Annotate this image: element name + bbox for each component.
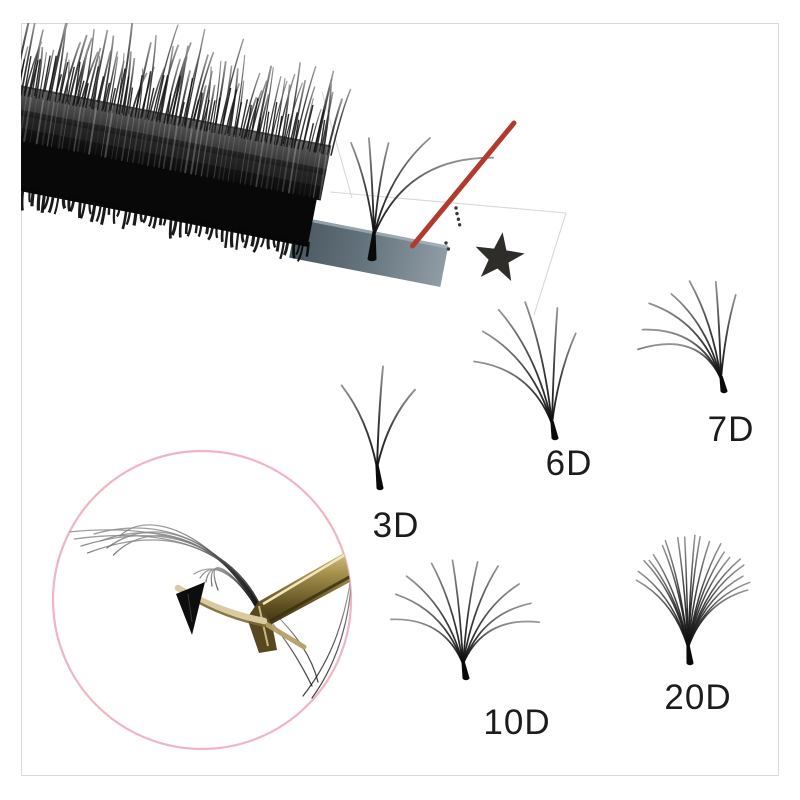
tray-curl-band xyxy=(21,59,332,201)
fan-label-20d: 20D xyxy=(664,678,732,717)
fan-label-10d: 10D xyxy=(483,703,551,742)
fan-7d xyxy=(637,280,737,394)
fan-label-7d: 7D xyxy=(707,410,755,449)
zoom-circle xyxy=(51,449,353,751)
alignment-dots xyxy=(444,206,462,251)
tweezer-lash-bundle xyxy=(67,524,351,699)
photo-frame-line xyxy=(21,23,779,776)
tape-fan xyxy=(350,137,494,262)
tweezers-icon xyxy=(67,524,351,699)
fan-6d xyxy=(473,301,577,441)
fan-label-3d: 3D xyxy=(372,506,420,545)
fan-3d xyxy=(340,365,416,491)
lash-tray xyxy=(21,23,449,287)
fan-10d xyxy=(390,559,541,681)
tray-sheen xyxy=(21,61,331,170)
fan-label-6d: 6D xyxy=(545,444,593,483)
tweezer-arm-shadow xyxy=(269,563,351,623)
lash-tape-strip xyxy=(289,216,449,287)
tray-lash-fringe xyxy=(21,186,310,262)
pointer-line xyxy=(410,120,517,249)
tray-sheen-lines xyxy=(21,87,329,200)
tray-base-band xyxy=(21,112,318,247)
tray-sheen-2 xyxy=(21,89,326,187)
lash-cone-gloss xyxy=(187,593,193,623)
tweezer-elbow xyxy=(247,602,277,653)
paper-edge-lines xyxy=(321,91,567,316)
fan-20d xyxy=(635,534,751,666)
star-icon xyxy=(475,232,525,281)
tweezer-foot xyxy=(263,621,307,650)
tray-lash-tips xyxy=(21,23,352,156)
tweezer-arm xyxy=(258,537,351,625)
